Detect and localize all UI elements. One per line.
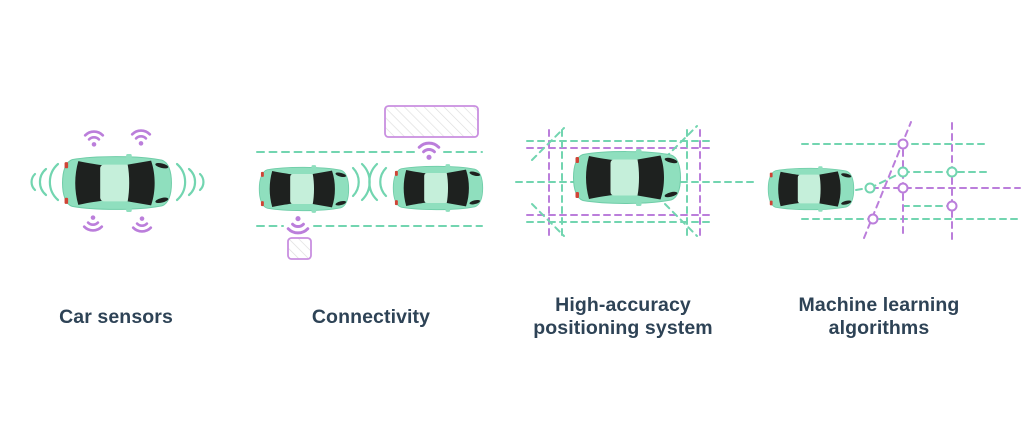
- wifi-signal-icon: [131, 214, 153, 233]
- panel-label-connectivity: Connectivity: [311, 305, 431, 328]
- wifi-signal-icon: [417, 141, 441, 162]
- panel-machine-learning-graphic: [767, 121, 1021, 243]
- panel-label-machine-learning: Machine learning algorithms: [798, 294, 960, 339]
- car-top-view: [258, 164, 350, 214]
- ml-network-graph: [801, 121, 1021, 243]
- network-node: [897, 166, 909, 178]
- network-node: [897, 182, 909, 194]
- panel-positioning-graphic: [515, 125, 758, 238]
- positioning-grid: [515, 125, 758, 238]
- network-node: [946, 200, 958, 212]
- wifi-signal-icon: [286, 214, 310, 235]
- roadside-unit-rect-small: [287, 237, 312, 260]
- panel-car-sensors-graphic: [30, 129, 205, 233]
- sensor-waves-right: [175, 162, 205, 202]
- roadside-unit-rect: [384, 105, 479, 138]
- car-top-view: [573, 148, 681, 207]
- network-node: [897, 138, 909, 150]
- v2v-waves: [351, 162, 388, 202]
- network-node: [946, 166, 958, 178]
- sensor-waves-left: [30, 162, 60, 202]
- panel-label-positioning: High-accuracy positioning system: [533, 294, 713, 339]
- panel-label-car-sensors: Car sensors: [59, 305, 173, 328]
- network-node: [864, 182, 876, 194]
- car-top-view: [62, 153, 172, 213]
- car-top-view: [392, 163, 484, 213]
- wifi-signal-icon: [130, 129, 152, 148]
- wifi-signal-icon: [82, 213, 104, 232]
- network-node: [867, 213, 879, 225]
- car-top-view: [767, 165, 855, 213]
- panel-connectivity-graphic: [256, 105, 484, 260]
- wifi-signal-icon: [83, 130, 105, 149]
